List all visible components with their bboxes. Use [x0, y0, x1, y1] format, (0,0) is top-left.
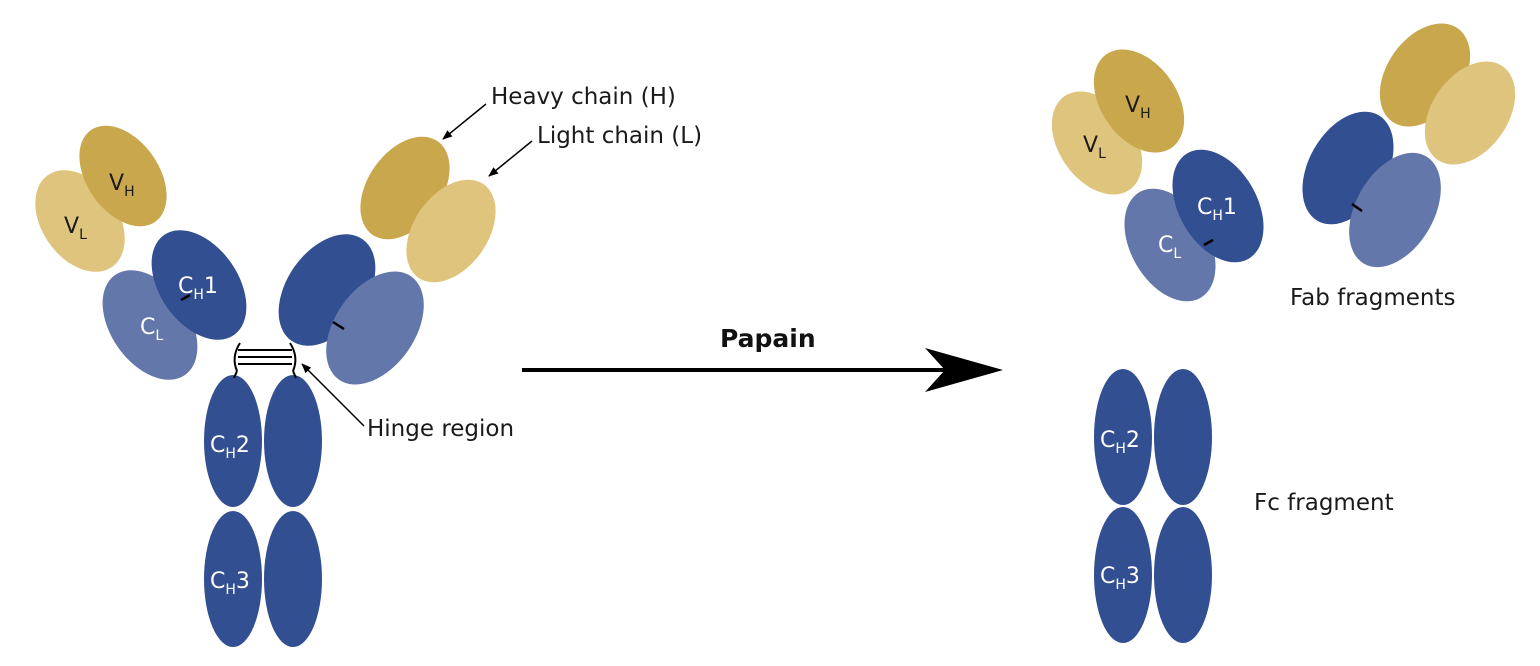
- vh-domain-left-arm: [79, 125, 167, 227]
- intact-antibody: VH VL CH1 CL CH2 CH3: [35, 125, 496, 647]
- heavy-chain-label: Heavy chain (H): [491, 84, 676, 110]
- fc-fragment-label: Fc fragment: [1254, 490, 1394, 516]
- hinge-region-label: Hinge region: [367, 416, 514, 442]
- vl-domain-fab2: [1424, 61, 1516, 165]
- vl-domain-right-arm: [406, 179, 496, 283]
- hinge-disulfide-bonds: [233, 342, 297, 379]
- cl-domain-fab2: [1349, 152, 1441, 268]
- light-chain-label: Light chain (L): [537, 123, 702, 149]
- fab-fragments-label: Fab fragments: [1290, 285, 1456, 311]
- interchain-bond-fab2: [1351, 202, 1363, 213]
- ch1-domain-fab1: [1172, 149, 1264, 263]
- heavy-chain-pointer: [442, 103, 487, 140]
- hinge-region-pointer: [301, 363, 365, 427]
- ch2-domain-right: [264, 375, 322, 507]
- cl-label-fab1: CL: [1158, 233, 1181, 262]
- cl-domain-right-arm: [326, 271, 424, 385]
- fab-fragment-1: VH VL CH1 CL: [1051, 49, 1264, 302]
- interchain-bond-fab1: [1203, 238, 1214, 247]
- ch1-label-fab1: CH1: [1197, 195, 1237, 224]
- ch3-label-fc: CH3: [1100, 564, 1140, 593]
- fc-fragment: CH2 CH3: [1094, 369, 1212, 643]
- papain-label: Papain: [720, 324, 816, 353]
- ch3-domain-left: [204, 511, 262, 647]
- vh-label-left-arm: VH: [109, 171, 135, 200]
- ch2-label-fc: CH2: [1100, 428, 1140, 457]
- cl-label-left-arm: CL: [140, 315, 163, 344]
- ch1-domain-left-arm: [151, 230, 247, 340]
- papain-reaction-arrow: [522, 348, 1003, 392]
- vl-label-left-arm: VL: [64, 214, 87, 243]
- interchain-bond-left: [180, 293, 191, 302]
- interchain-bond-right: [332, 320, 345, 331]
- vh-domain-fab1: [1093, 49, 1185, 153]
- ch2-label-intact: CH2: [210, 433, 250, 462]
- ch3-label-intact: CH3: [210, 569, 250, 598]
- ch2-domain-fc-left: [1094, 369, 1152, 505]
- vh-label-fab1: VH: [1125, 93, 1151, 122]
- ch1-label-left-arm: CH1: [178, 274, 218, 303]
- ch3-domain-fc-left: [1094, 507, 1152, 643]
- light-chain-pointer: [488, 140, 533, 177]
- fab-fragment-2: [1302, 23, 1516, 268]
- ch3-domain-fc-right: [1154, 507, 1212, 643]
- ch2-domain-left: [204, 375, 262, 507]
- ch3-domain-right: [264, 511, 322, 647]
- vl-label-fab1: VL: [1083, 133, 1106, 162]
- ch2-domain-fc-right: [1154, 369, 1212, 505]
